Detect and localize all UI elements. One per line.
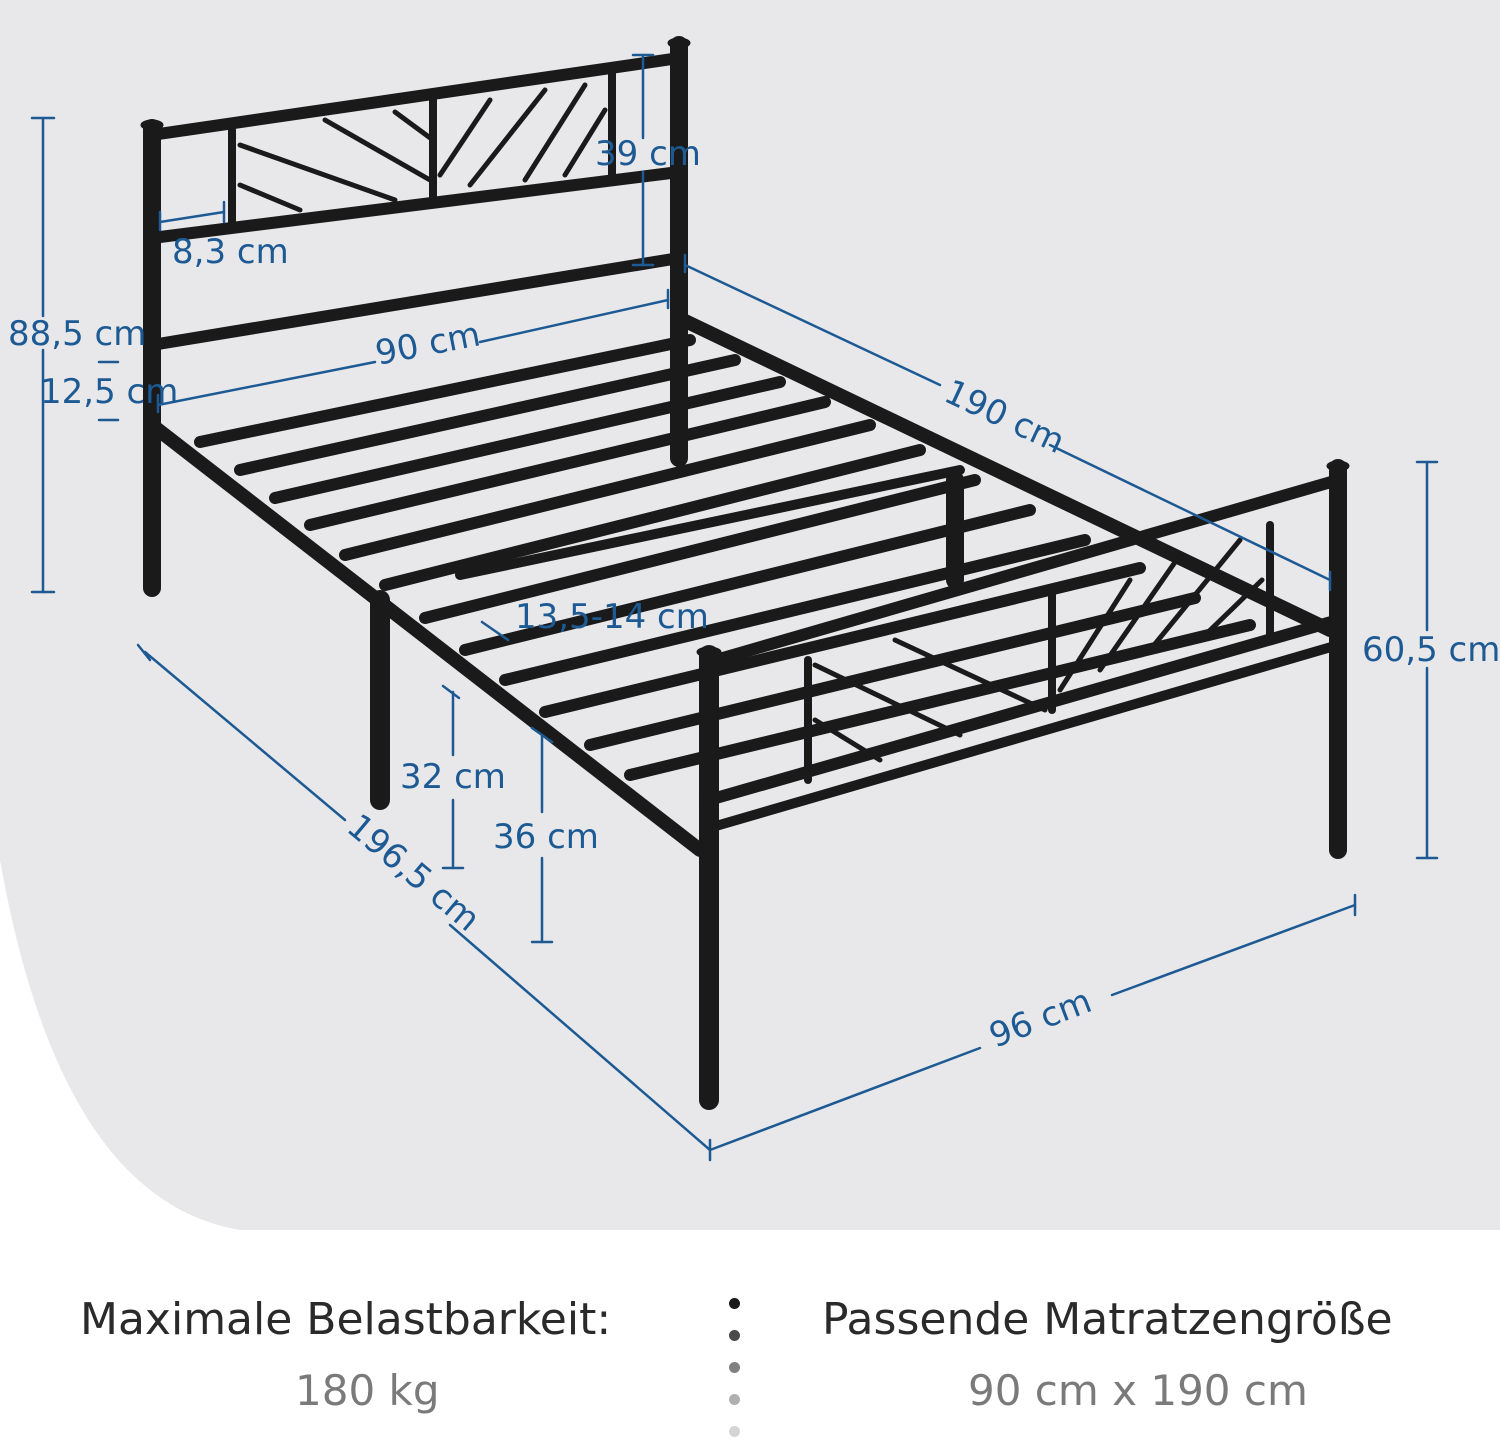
- bed-frame: [140, 36, 1350, 1110]
- dim-label-13-5-14: 13,5-14 cm: [515, 597, 709, 637]
- mattress-size-value: 90 cm x 190 cm: [968, 1366, 1308, 1415]
- dim-label-12-5: 12,5 cm: [40, 372, 178, 412]
- separator-dot: [729, 1330, 740, 1341]
- dim-label-60-5: 60,5 cm: [1362, 630, 1500, 670]
- load-capacity-value: 180 kg: [295, 1366, 440, 1415]
- separator-dot: [729, 1426, 740, 1437]
- dimension-lines: [30, 53, 1439, 1162]
- dim-label-32: 32 cm: [400, 757, 506, 797]
- spec-footer: Maximale Belastbarkeit: 180 kg Passende …: [0, 1260, 1500, 1446]
- separator-dot: [729, 1394, 740, 1405]
- dim-label-8-3: 8,3 cm: [172, 232, 289, 272]
- dim-label-39: 39 cm: [595, 134, 701, 174]
- post-cap: [667, 37, 691, 49]
- dim-label-88-5: 88,5 cm: [8, 314, 146, 354]
- separator-dot: [729, 1362, 740, 1373]
- side-rail-right: [672, 311, 1337, 637]
- side-rail-left: [145, 418, 707, 857]
- mattress-size-label: Passende Matratzengröße: [822, 1294, 1393, 1345]
- separator-dot: [729, 1298, 740, 1309]
- bed-diagram: 39 cm 8,3 cm 88,5 cm 12,5 cm 90 cm 190 c…: [0, 0, 1500, 1230]
- dim-label-36: 36 cm: [493, 817, 599, 857]
- load-capacity-label: Maximale Belastbarkeit:: [80, 1294, 612, 1345]
- diagram-stage: 39 cm 8,3 cm 88,5 cm 12,5 cm 90 cm 190 c…: [0, 0, 1500, 1230]
